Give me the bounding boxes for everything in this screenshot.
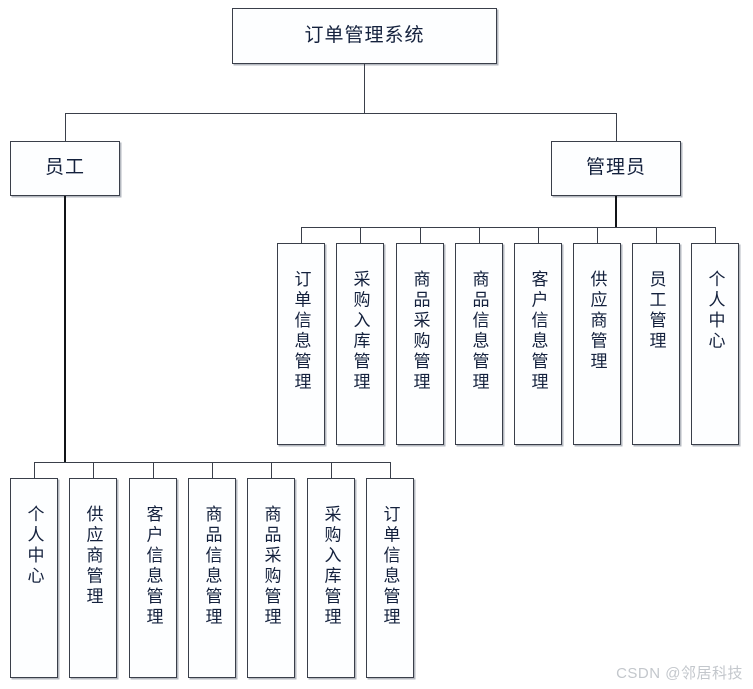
node-employee-label: 员工 bbox=[44, 157, 85, 179]
node-admin-child-4[interactable]: 商品信息管理 bbox=[455, 243, 503, 445]
node-admin-child-1-label: 订单信息管理 bbox=[291, 270, 311, 393]
connector-admin-bus bbox=[301, 227, 715, 228]
node-employee-child-7[interactable]: 订单信息管理 bbox=[366, 478, 414, 678]
node-admin-child-8[interactable]: 个人中心 bbox=[691, 243, 739, 445]
node-admin-child-3[interactable]: 商品采购管理 bbox=[396, 243, 444, 445]
node-employee-child-3-label: 客户信息管理 bbox=[143, 505, 163, 628]
connector-admin-drop-2 bbox=[360, 227, 361, 243]
node-employee-child-1-label: 个人中心 bbox=[24, 505, 44, 587]
node-admin-child-8-label: 个人中心 bbox=[705, 270, 725, 352]
node-employee[interactable]: 员工 bbox=[10, 141, 120, 196]
node-employee-child-2[interactable]: 供应商管理 bbox=[69, 478, 117, 678]
node-admin-label: 管理员 bbox=[585, 157, 646, 179]
node-root-label: 订单管理系统 bbox=[304, 24, 425, 46]
connector-admin-drop-5 bbox=[538, 227, 539, 243]
connector-root-stem bbox=[364, 64, 365, 113]
node-admin-child-4-label: 商品信息管理 bbox=[469, 270, 489, 393]
node-admin-child-3-label: 商品采购管理 bbox=[410, 270, 430, 393]
node-employee-child-5[interactable]: 商品采购管理 bbox=[247, 478, 295, 678]
node-employee-child-2-label: 供应商管理 bbox=[83, 505, 103, 608]
connector-admin-drop-3 bbox=[420, 227, 421, 243]
node-admin-child-5-label: 客户信息管理 bbox=[528, 270, 548, 393]
connector-admin-drop-4 bbox=[479, 227, 480, 243]
node-admin-child-1[interactable]: 订单信息管理 bbox=[277, 243, 325, 445]
connector-employee-drop-5 bbox=[271, 462, 272, 478]
connector-employee-drop-7 bbox=[390, 462, 391, 478]
node-admin[interactable]: 管理员 bbox=[551, 141, 681, 196]
connector-admin-stem bbox=[615, 196, 617, 228]
node-employee-child-7-label: 订单信息管理 bbox=[380, 505, 400, 628]
node-employee-child-1[interactable]: 个人中心 bbox=[10, 478, 58, 678]
connector-level2-bus bbox=[65, 113, 617, 114]
node-admin-child-5[interactable]: 客户信息管理 bbox=[514, 243, 562, 445]
node-admin-child-7-label: 员工管理 bbox=[646, 270, 666, 352]
connector-admin-drop-1 bbox=[301, 227, 302, 243]
connector-employee-drop-2 bbox=[93, 462, 94, 478]
node-admin-child-6[interactable]: 供应商管理 bbox=[573, 243, 621, 445]
node-employee-child-5-label: 商品采购管理 bbox=[261, 505, 281, 628]
node-admin-child-6-label: 供应商管理 bbox=[587, 270, 607, 373]
node-employee-child-6-label: 采购入库管理 bbox=[321, 505, 341, 628]
node-admin-child-7[interactable]: 员工管理 bbox=[632, 243, 680, 445]
node-employee-child-4-label: 商品信息管理 bbox=[202, 505, 222, 628]
node-employee-child-6[interactable]: 采购入库管理 bbox=[307, 478, 355, 678]
connector-employee-drop-3 bbox=[153, 462, 154, 478]
connector-employee-drop-6 bbox=[331, 462, 332, 478]
connector-drop-admin bbox=[616, 113, 617, 141]
connector-drop-employee bbox=[65, 113, 66, 141]
connector-admin-drop-7 bbox=[656, 227, 657, 243]
watermark: CSDN @邻居科技 bbox=[616, 665, 743, 682]
node-employee-child-3[interactable]: 客户信息管理 bbox=[129, 478, 177, 678]
connector-admin-drop-6 bbox=[597, 227, 598, 243]
connector-admin-drop-8 bbox=[715, 227, 716, 243]
node-root[interactable]: 订单管理系统 bbox=[232, 8, 497, 64]
node-employee-child-4[interactable]: 商品信息管理 bbox=[188, 478, 236, 678]
connector-employee-drop-4 bbox=[212, 462, 213, 478]
node-admin-child-2-label: 采购入库管理 bbox=[350, 270, 370, 393]
node-admin-child-2[interactable]: 采购入库管理 bbox=[336, 243, 384, 445]
connector-employee-drop-1 bbox=[34, 462, 35, 478]
connector-employee-stem bbox=[64, 196, 66, 463]
